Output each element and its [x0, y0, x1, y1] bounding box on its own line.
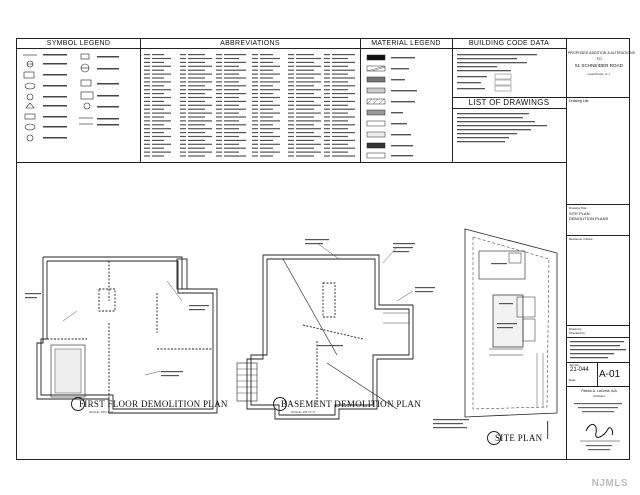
tb-rule — [566, 362, 630, 363]
divider — [360, 39, 361, 162]
tb-rule — [566, 337, 630, 338]
revisions-label: Revisions / Notes: — [569, 237, 594, 241]
drawing-title-line2: DEMOLITION PLANS — [569, 216, 609, 221]
abbreviations-list — [144, 54, 355, 157]
material-legend-header: MATERIAL LEGEND — [360, 39, 452, 49]
tb-rule — [566, 204, 630, 205]
tb-rule — [566, 325, 630, 326]
project-header: PROPOSED ADDITION & ALTERATIONS — [568, 51, 635, 55]
stamp-text — [570, 341, 626, 359]
date-label: Date: — [569, 378, 577, 382]
job-no: 21-044 — [570, 367, 589, 373]
scale-note: SCALE: 1/8"=1'-0" — [291, 410, 316, 414]
project-address: 51 SCHNEIDER ROAD — [575, 63, 623, 68]
header-bottom-rule — [17, 162, 566, 163]
abbreviations-header: ABBREVIATIONS — [140, 39, 360, 49]
tb-rule — [566, 235, 630, 236]
tb-divider — [597, 362, 598, 386]
site-plan-title-marker — [487, 431, 501, 445]
building-code-header: BUILDING CODE DATA — [452, 39, 566, 49]
drawing-sheet: SYMBOL LEGEND ABBREVIATIONS MATERIAL LEG… — [16, 38, 635, 460]
building-code-text — [457, 54, 537, 92]
basement-plan-title: BASEMENT DEMOLITION PLAN — [281, 399, 422, 409]
first-floor-plan-title: FIRST FLOOR DEMOLITION PLAN — [79, 399, 228, 409]
basement-title-marker — [273, 397, 287, 411]
mls-watermark: NJMLS — [591, 478, 628, 489]
architect-sub: Architect — [593, 394, 605, 398]
architect-seal-signature — [574, 403, 622, 451]
list-of-drawings-header: LIST OF DRAWINGS — [452, 98, 566, 109]
symbol-legend-header: SYMBOL LEGEND — [17, 39, 140, 49]
project-town: GLENDALE, N.J. — [587, 72, 611, 76]
project-to: TO — [596, 56, 602, 61]
plans-drawing — [25, 228, 558, 439]
tb-rule — [566, 386, 630, 387]
architect-name: Patrick A. LaCreta, AIA — [581, 389, 617, 393]
divider — [452, 39, 453, 162]
symbol-legend-glyphs — [23, 53, 119, 142]
drawing-list-label: Drawing List: — [569, 99, 590, 103]
scale-note: SCALE: 1/8"=1'-0" — [89, 410, 114, 414]
first-floor-title-marker — [71, 397, 85, 411]
sheet-number: A-01 — [599, 369, 621, 380]
title-block-divider — [566, 39, 567, 459]
drawings-list — [457, 113, 547, 143]
tb-rule — [566, 97, 630, 98]
drawing-title-label: Drawing Title: — [569, 206, 588, 210]
site-plan-title: SITE PLAN — [495, 433, 543, 443]
drawing-title-line1: SITE PLAN — [569, 211, 590, 216]
drawings-rule — [452, 97, 566, 98]
job-no-label: Job No.: — [569, 363, 581, 367]
divider — [140, 39, 141, 162]
checked-by: Checked by: — [569, 331, 586, 335]
material-swatches — [366, 54, 417, 159]
drawn-by: Drawn by: — [569, 327, 583, 331]
